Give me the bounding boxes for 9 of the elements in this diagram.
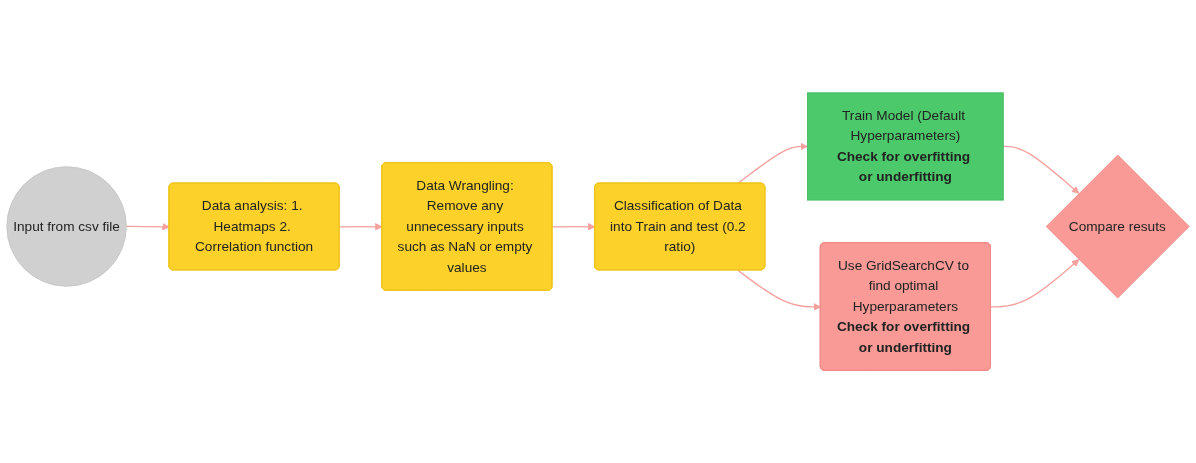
arrow xyxy=(1002,145,1080,194)
node-circle: Input from csv file xyxy=(6,166,127,287)
arrow xyxy=(551,222,596,231)
node-box: Train Model (Default Hyperparameters) Check for overfitting or underfitting xyxy=(807,92,1004,201)
arrow xyxy=(125,222,170,231)
arrow xyxy=(990,259,1080,308)
arrow xyxy=(338,222,383,231)
node-diamond: Compare resuts xyxy=(1045,154,1190,299)
arrow xyxy=(737,269,821,311)
